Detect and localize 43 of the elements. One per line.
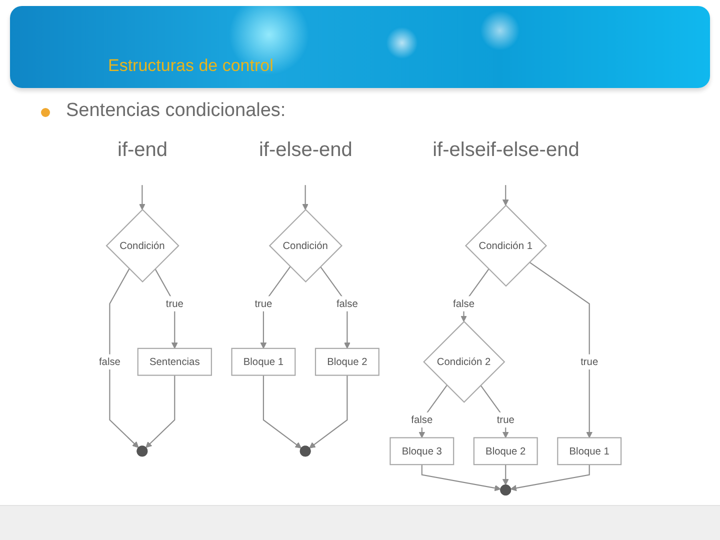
arrow	[480, 384, 509, 438]
edge-label: true	[254, 296, 272, 312]
process-box: Bloque 2	[473, 437, 538, 466]
decision-diamond: Condición	[106, 208, 180, 283]
chart-heading: if-elseif-else-end	[432, 139, 580, 162]
process-box: Bloque 1	[557, 437, 622, 466]
arrow	[262, 375, 302, 448]
decision-diamond: Condición 1	[464, 204, 548, 287]
arrow	[138, 185, 146, 210]
edge-label: false	[98, 354, 120, 370]
end-dot	[500, 484, 512, 496]
bullet-text: Sentencias condicionales:	[66, 100, 286, 122]
decision-diamond: Condición	[268, 208, 342, 283]
arrow	[154, 268, 178, 349]
decision-diamond: Condición 2	[423, 320, 506, 403]
process-box: Bloque 2	[314, 348, 380, 376]
arrow	[320, 266, 350, 349]
edge-label: false	[411, 412, 433, 428]
arrow	[146, 375, 176, 448]
chart-heading: if-end	[118, 139, 168, 162]
edge-label: true	[166, 296, 184, 312]
arrow	[109, 268, 139, 448]
arrow	[302, 185, 309, 210]
arrow	[418, 384, 448, 438]
arrow	[260, 266, 291, 349]
process-box: Bloque 3	[390, 437, 454, 466]
process-box: Sentencias	[137, 348, 212, 376]
arrow	[421, 464, 501, 492]
arrow	[309, 375, 348, 448]
end-dot	[136, 446, 148, 457]
process-box: Bloque 1	[231, 348, 296, 376]
arrow	[460, 268, 490, 322]
arrow	[502, 185, 509, 206]
arrow	[502, 464, 509, 486]
edge-label: false	[453, 296, 474, 312]
arrow	[510, 464, 590, 492]
edge-label: true	[496, 412, 514, 428]
edge-label: false	[336, 296, 358, 312]
arrow	[529, 262, 593, 438]
end-dot	[300, 446, 311, 457]
slide-title: Estructuras de control	[108, 56, 274, 76]
chart-heading: if-else-end	[258, 139, 352, 162]
edge-label: true	[580, 354, 598, 370]
